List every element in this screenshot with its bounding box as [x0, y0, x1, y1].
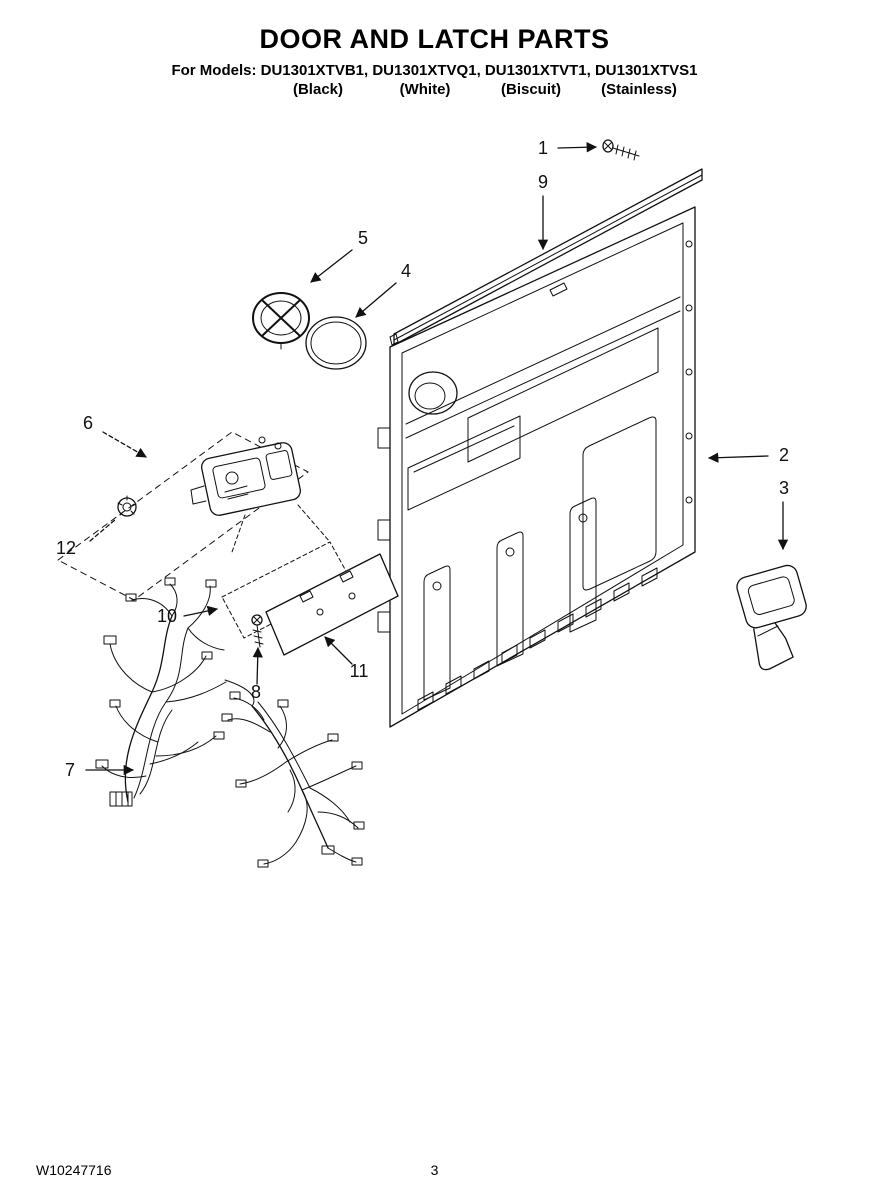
leader-1	[557, 142, 598, 153]
leader-12	[89, 518, 117, 542]
door-panel	[377, 206, 696, 728]
wire-harness	[95, 577, 365, 868]
page-title: DOOR AND LATCH PARTS	[259, 24, 610, 54]
callout-4: 4	[401, 261, 411, 281]
door-strike	[736, 564, 807, 671]
leader-8	[252, 646, 263, 685]
callout-7: 7	[65, 760, 75, 780]
leader-lines	[85, 142, 789, 776]
leader-4	[355, 282, 397, 318]
leader-2	[707, 452, 769, 463]
callout-numbers: 1 9 5 4 2 3 6 12 10 11 8 7	[56, 138, 789, 780]
models-line: For Models: DU1301XTVB1, DU1301XTVQ1, DU…	[171, 62, 698, 79]
assembly-guides	[57, 431, 331, 601]
leader-10	[183, 605, 219, 617]
leader-11	[324, 636, 353, 665]
callout-2: 2	[779, 445, 789, 465]
callout-9: 9	[538, 172, 548, 192]
callout-3: 3	[779, 478, 789, 498]
color-label-stainless: (Stainless)	[601, 81, 677, 98]
page-number: 3	[430, 1162, 439, 1178]
screw-1	[602, 139, 640, 161]
callout-12: 12	[56, 538, 76, 558]
top-trim	[389, 168, 703, 346]
trim-ring	[305, 316, 367, 370]
callout-8: 8	[251, 682, 261, 702]
mounting-screw	[251, 614, 264, 648]
access-panel	[265, 553, 399, 656]
retainer-knob	[117, 495, 137, 517]
callout-1: 1	[538, 138, 548, 158]
color-label-biscuit: (Biscuit)	[501, 81, 561, 98]
latch-assembly	[190, 436, 301, 516]
color-label-white: (White)	[399, 81, 451, 98]
insulation-pad	[221, 541, 353, 639]
callout-5: 5	[358, 228, 368, 248]
callout-10: 10	[157, 606, 177, 626]
document-number: W10247716	[36, 1162, 112, 1178]
leader-5	[310, 249, 353, 283]
callout-11: 11	[350, 661, 369, 681]
vent-grille	[252, 292, 310, 350]
callout-6: 6	[83, 413, 93, 433]
diagram-header: DOOR AND LATCH PARTS For Models: DU1301X…	[0, 24, 869, 101]
leader-6	[102, 431, 147, 458]
color-labels-row: (Black) (White) (Biscuit) (Stainless)	[0, 81, 869, 101]
color-label-black: (Black)	[292, 81, 344, 98]
